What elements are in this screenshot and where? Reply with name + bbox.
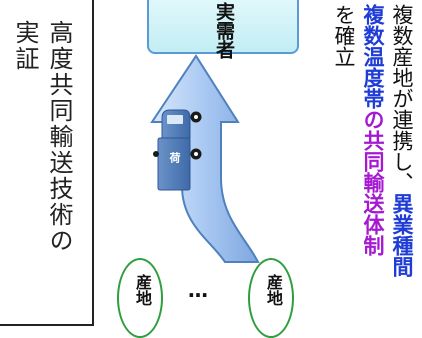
consumer-label: 実需者 (213, 2, 235, 59)
page-title: 高度共同輸送技術の 実証 (8, 20, 76, 254)
consumer-box: 実需者 (147, 0, 299, 59)
description: 複数産地が連携し、異業種間 複数温度帯の共同輸送体制 を確立 (329, 4, 416, 277)
transport-diagram (150, 54, 260, 263)
description-line-2-part-1: 複数温度帯 (361, 4, 385, 109)
truck-icon (153, 109, 202, 191)
description-line-2-part-2: の (361, 109, 385, 130)
producing-area-left-label: 産地 (133, 274, 152, 306)
transport-arrow (150, 54, 260, 263)
title-line-2: 実証 (11, 20, 39, 72)
producing-area-left: 産地 (117, 258, 163, 338)
description-line-2-part-3: 共同輸送体制 (361, 130, 385, 256)
ellipsis: … (186, 278, 210, 301)
description-line-1-prefix: 複数産地が連携し、 (390, 4, 414, 193)
description-line-3: を確立 (332, 4, 356, 67)
title-box: 高度共同輸送技術の 実証 (0, 0, 94, 326)
producing-area-right: 産地 (248, 258, 294, 338)
truck-cargo-label: 荷 (168, 152, 181, 163)
description-line-1-highlight: 異業種間 (390, 193, 414, 277)
producing-area-right-label: 産地 (264, 274, 283, 306)
title-line-1: 高度共同輸送技術の (45, 20, 73, 254)
